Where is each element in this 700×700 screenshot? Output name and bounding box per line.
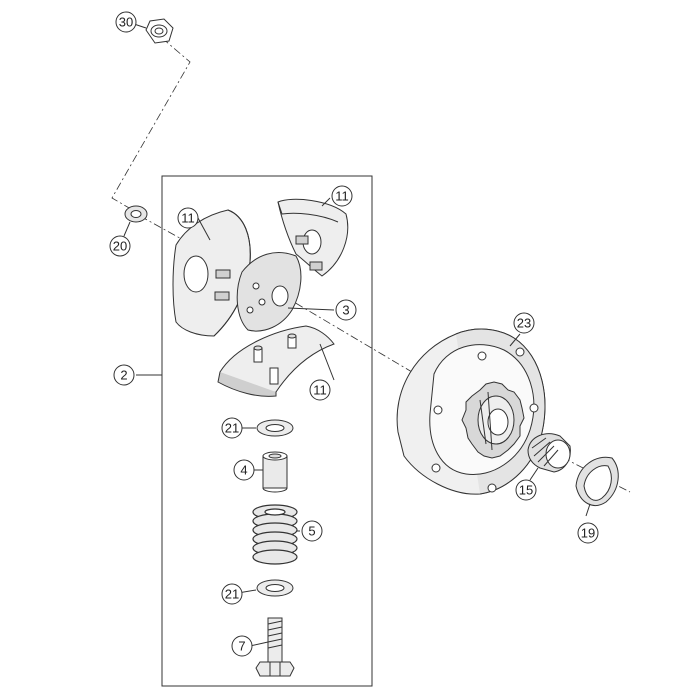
callout-washer-a: 21 xyxy=(221,417,243,439)
callout-sleeve: 4 xyxy=(233,459,255,481)
clutch-shoe-bottom xyxy=(217,325,335,397)
washer-upper-part xyxy=(256,419,294,437)
callout-nut: 30 xyxy=(115,11,137,33)
callout-label-assembly: 2 xyxy=(120,368,127,383)
clutch-shoe-top xyxy=(277,198,349,277)
callout-bearing: 15 xyxy=(515,479,537,501)
spring-part xyxy=(252,504,298,565)
callout-shoe-left: 11 xyxy=(177,207,199,229)
callout-washer-b: 21 xyxy=(221,583,243,605)
needle-bearing xyxy=(527,433,571,473)
callout-label-washer-right: 19 xyxy=(581,526,595,541)
callout-assembly: 2 xyxy=(113,364,135,386)
callout-label-washer-a: 21 xyxy=(225,421,239,436)
callout-carrier: 3 xyxy=(335,299,357,321)
callout-washer-top: 20 xyxy=(109,235,131,257)
callout-label-nut: 30 xyxy=(119,15,133,30)
washer-top-part xyxy=(124,205,148,223)
drum-gear xyxy=(461,381,525,459)
callout-shoe-top: 11 xyxy=(331,185,353,207)
callout-washer-right: 19 xyxy=(577,522,599,544)
callout-label-shoe-bottom: 11 xyxy=(313,383,327,398)
callout-bolt: 7 xyxy=(231,635,253,657)
callout-label-washer-top: 20 xyxy=(113,239,127,254)
callout-label-drum: 23 xyxy=(517,316,531,331)
callout-spring: 5 xyxy=(301,520,323,542)
callout-shoe-bottom: 11 xyxy=(309,379,331,401)
nut-part xyxy=(145,18,174,44)
callout-drum: 23 xyxy=(513,312,535,334)
callout-label-washer-b: 21 xyxy=(225,587,239,602)
callout-label-spring: 5 xyxy=(308,524,315,539)
callout-label-shoe-left: 11 xyxy=(181,211,195,226)
leader-lines xyxy=(123,23,591,647)
clutch-shoe-left xyxy=(172,209,251,337)
sleeve-part xyxy=(262,451,288,493)
callout-label-bolt: 7 xyxy=(238,639,245,654)
callout-label-shoe-top: 11 xyxy=(335,189,349,204)
callout-label-carrier: 3 xyxy=(342,303,349,318)
carrier-plate xyxy=(236,252,335,332)
callout-label-bearing: 15 xyxy=(519,483,533,498)
bolt-part xyxy=(255,617,295,677)
washer-lower-part xyxy=(256,579,294,597)
assembly-frame xyxy=(161,175,373,687)
washer-right-part xyxy=(575,456,619,506)
callout-label-sleeve: 4 xyxy=(240,463,247,478)
